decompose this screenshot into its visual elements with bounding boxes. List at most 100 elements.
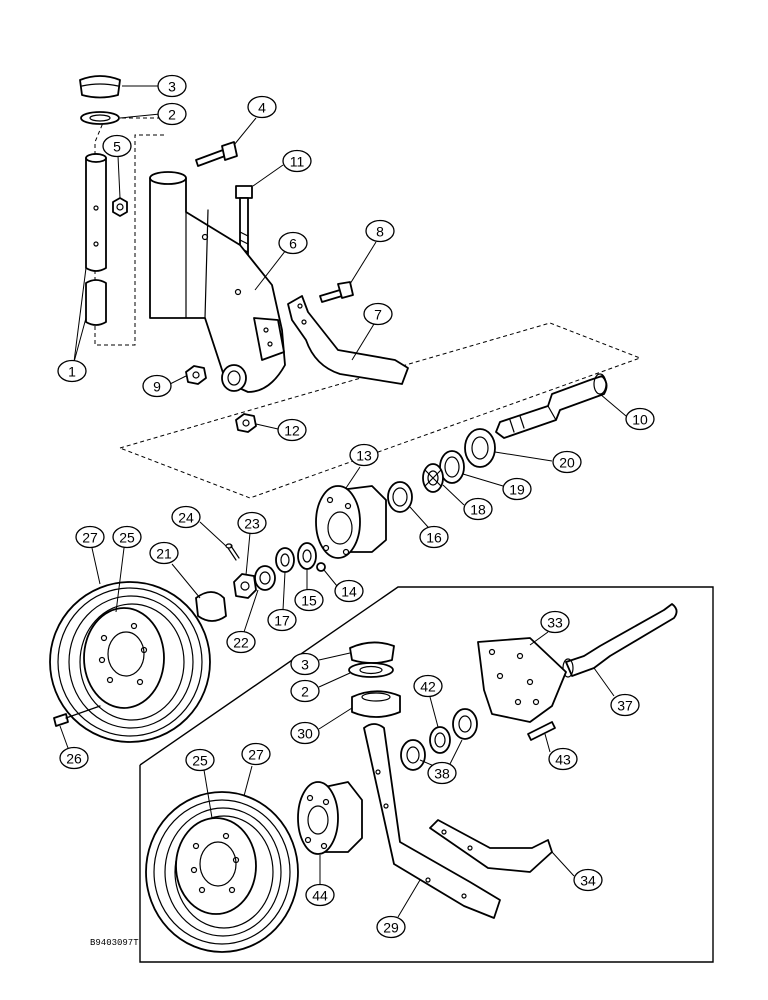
- callout-number: 20: [559, 455, 575, 471]
- callout-bubble: [349, 443, 379, 467]
- leader-line: [245, 532, 251, 576]
- leader-line: [351, 323, 375, 361]
- leader-line: [494, 451, 553, 462]
- callout-bubble: [376, 915, 406, 939]
- callout-number: 27: [248, 747, 264, 763]
- collar-part: [349, 641, 395, 664]
- callout-19: 19: [502, 477, 532, 501]
- seal-set-part: [400, 708, 478, 771]
- callout-bubble: [290, 721, 320, 745]
- leader-line: [255, 423, 279, 430]
- callout-bubble: [463, 497, 493, 521]
- callout-bubble: [334, 579, 364, 603]
- callout-bubble: [171, 505, 201, 529]
- callout-number: 25: [192, 753, 208, 769]
- callout-labels: 1234567891011121314151617181920212223242…: [57, 74, 655, 939]
- callout-number: 15: [301, 593, 317, 609]
- callout-42: 42: [413, 674, 443, 698]
- wheel-assembly-part: [145, 791, 299, 953]
- pin-part: [527, 721, 556, 741]
- callout-bubble: [241, 742, 271, 766]
- leader-line: [318, 652, 351, 661]
- leader-line: [203, 769, 213, 819]
- callout-bubble: [237, 511, 267, 535]
- wheel-assembly-part: [49, 581, 211, 743]
- callout-number: 18: [470, 502, 486, 518]
- callout-27: 27: [75, 525, 105, 549]
- leader-line: [282, 571, 286, 611]
- callout-bubble: [413, 674, 443, 698]
- leader-line: [419, 759, 435, 767]
- figure-reference: B9403097T: [90, 938, 139, 948]
- callout-12: 12: [277, 418, 307, 442]
- callout-25: 25: [185, 748, 215, 772]
- callout-bubble: [502, 477, 532, 501]
- callout-bubble: [294, 588, 324, 612]
- callout-bubble: [267, 608, 297, 632]
- leader-line: [171, 563, 201, 599]
- callout-number: 34: [580, 873, 596, 889]
- arm-part: [429, 819, 553, 873]
- callout-2: 2: [290, 679, 320, 703]
- callout-number: 3: [301, 657, 309, 673]
- leader-line: [252, 164, 284, 187]
- leader-line: [119, 113, 161, 119]
- callout-25: 25: [112, 525, 142, 549]
- callout-number: 16: [426, 530, 442, 546]
- callout-number: 2: [168, 107, 176, 123]
- leader-line: [462, 473, 504, 487]
- callout-bubble: [112, 525, 142, 549]
- callout-bubble: [185, 748, 215, 772]
- callout-34: 34: [573, 868, 603, 892]
- callout-bubble: [282, 149, 312, 173]
- callout-number: 44: [312, 888, 328, 904]
- callout-number: 12: [284, 423, 300, 439]
- leader-line: [169, 375, 187, 385]
- leader-line: [59, 725, 69, 749]
- nut-part: [112, 197, 128, 217]
- hub-cap-part: [195, 591, 227, 622]
- callout-bubble: [610, 693, 640, 717]
- callout-number: 38: [434, 766, 450, 782]
- callout-27: 27: [241, 742, 271, 766]
- callout-bubble: [365, 219, 395, 243]
- callout-number: 14: [341, 584, 357, 600]
- callout-number: 29: [383, 920, 399, 936]
- callout-bubble: [149, 541, 179, 565]
- callout-38: 38: [427, 761, 457, 785]
- callout-16: 16: [419, 525, 449, 549]
- callout-number: 10: [632, 412, 648, 428]
- bearing-cone-part: [297, 542, 317, 570]
- hub-part: [297, 781, 363, 855]
- callout-bubble: [226, 630, 256, 654]
- callout-bubble: [278, 231, 308, 255]
- callout-33: 33: [540, 610, 570, 634]
- leader-line: [73, 317, 87, 363]
- leader-line: [429, 696, 439, 728]
- callout-number: 11: [290, 154, 305, 170]
- callout-17: 17: [267, 608, 297, 632]
- callout-9: 9: [142, 374, 172, 398]
- leader-line: [115, 547, 125, 613]
- collar-part: [79, 75, 121, 99]
- washer-part: [254, 565, 276, 591]
- leader-line: [243, 589, 259, 633]
- callout-bubble: [573, 868, 603, 892]
- callout-2: 2: [157, 102, 187, 126]
- callout-26: 26: [59, 746, 89, 770]
- leader-line: [243, 765, 253, 797]
- callout-37: 37: [610, 693, 640, 717]
- bearing-cup-part: [387, 481, 413, 513]
- leader-line: [599, 393, 627, 417]
- callout-3: 3: [290, 652, 320, 676]
- callout-20: 20: [552, 450, 582, 474]
- callout-number: 4: [258, 100, 266, 116]
- hub-part: [315, 485, 387, 559]
- callout-bubble: [247, 95, 277, 119]
- callout-5: 5: [102, 134, 132, 158]
- callout-bubble: [59, 746, 89, 770]
- callout-number: 3: [168, 79, 176, 95]
- castle-nut-part: [233, 573, 257, 599]
- callout-8: 8: [365, 219, 395, 243]
- callout-44: 44: [305, 883, 335, 907]
